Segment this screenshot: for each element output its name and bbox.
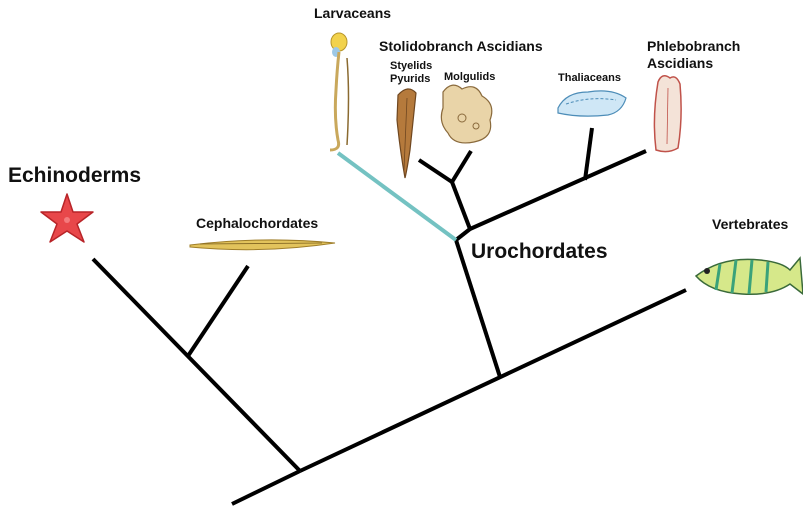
label-cephalochordates: Cephalochordates [196,215,318,231]
tree-branches [93,128,686,504]
styelid-icon [397,89,416,178]
branch-thaliaceans [585,128,592,180]
larvacean-icon [330,33,349,150]
molgulid-icon [441,85,491,143]
fish-icon [696,258,803,294]
branch-stolidobranch-stem [452,182,470,229]
label-urochordates: Urochordates [471,240,608,264]
label-ascidians: Ascidians [647,55,713,71]
branch-molgulids [452,151,471,182]
label-vertebrates: Vertebrates [712,216,788,232]
label-phlebobranch: Phlebobranch [647,38,740,54]
starfish-icon [41,194,93,242]
label-thaliaceans: Thaliaceans [558,72,621,85]
branch-cephalochordates [188,266,248,356]
branch-to-phlebobranch [470,151,646,229]
branch-echinoderm-clade [93,259,300,471]
label-molgulids: Molgulids [444,71,495,84]
label-stolidobranch-ascidians: Stolidobranch Ascidians [379,38,543,54]
branch-ascidian-clade [456,229,470,240]
branch-larvaceans [338,153,456,240]
branch-to-vertebrates [300,290,686,471]
phlebobranch-icon [654,76,681,152]
root-branch [232,471,300,504]
lancelet-icon [190,240,335,250]
label-larvaceans: Larvaceans [314,5,391,21]
branch-styelids-pyurids [419,160,452,182]
label-styelids: Styelids [390,60,432,73]
label-pyurids: Pyurids [390,73,430,86]
label-echinoderms: Echinoderms [8,164,141,188]
thaliacean-icon [558,91,626,116]
